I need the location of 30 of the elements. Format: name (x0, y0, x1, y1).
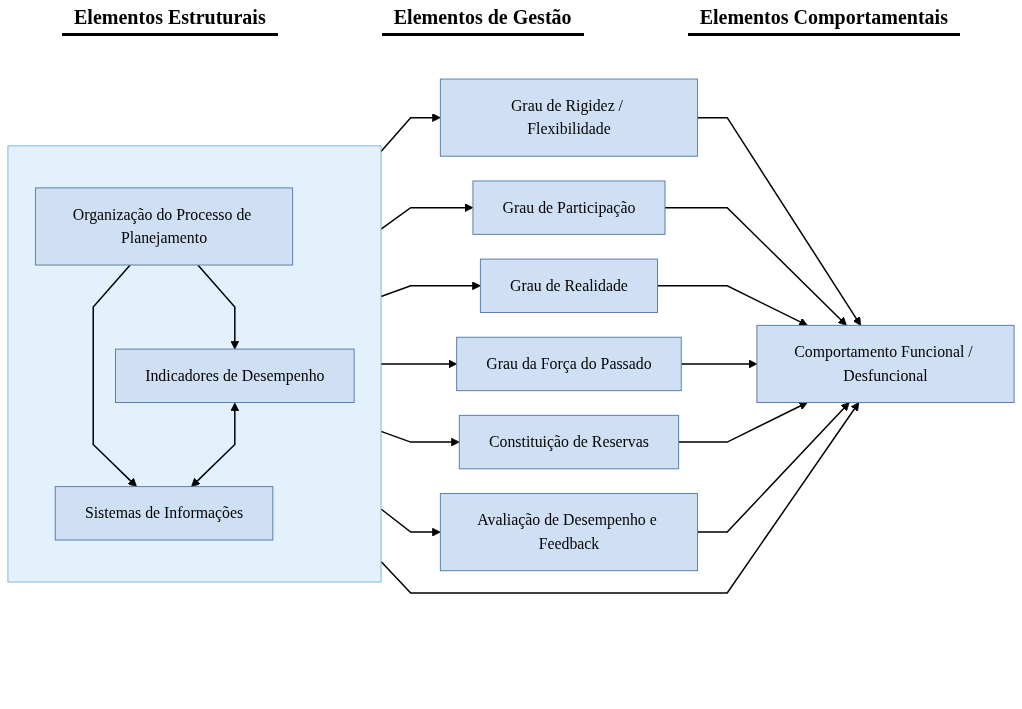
arrow (380, 203, 474, 230)
arrow (92, 264, 137, 487)
node-box: Constituição de Reservas (458, 414, 680, 470)
arrow (380, 402, 860, 594)
arrow (380, 430, 460, 447)
arrow (197, 264, 240, 350)
column-heading: Elementos de Gestão (381, 6, 584, 36)
column-heading: Elementos Estruturais (62, 6, 278, 36)
node-box: Avaliação de Desempenho e Feedback (439, 493, 699, 572)
arrow (656, 285, 808, 326)
arrow (380, 113, 441, 153)
arrow (380, 359, 458, 369)
node-box: Indicadores de Desempenho (115, 348, 355, 403)
node-box: Grau da Força do Passado (456, 336, 682, 392)
cluster (7, 145, 382, 583)
arrow (680, 359, 758, 369)
arrow (380, 508, 441, 537)
node-box: Comportamento Funcional / Desfuncional (756, 324, 1015, 403)
column-heading: Elementos Comportamentais (687, 6, 960, 36)
arrow (380, 281, 481, 298)
arrow (696, 402, 850, 533)
arrow (191, 402, 240, 487)
node-box: Grau de Participação (472, 180, 666, 235)
arrow (677, 402, 808, 443)
arrow (664, 206, 847, 326)
arrow (696, 116, 862, 326)
node-box: Sistemas de Informações (54, 486, 274, 541)
node-box: Grau de Realidade (479, 258, 658, 313)
node-box: Grau de Rigidez / Flexibilidade (439, 78, 699, 157)
node-box: Organização do Processo de Planejamento (34, 187, 294, 266)
